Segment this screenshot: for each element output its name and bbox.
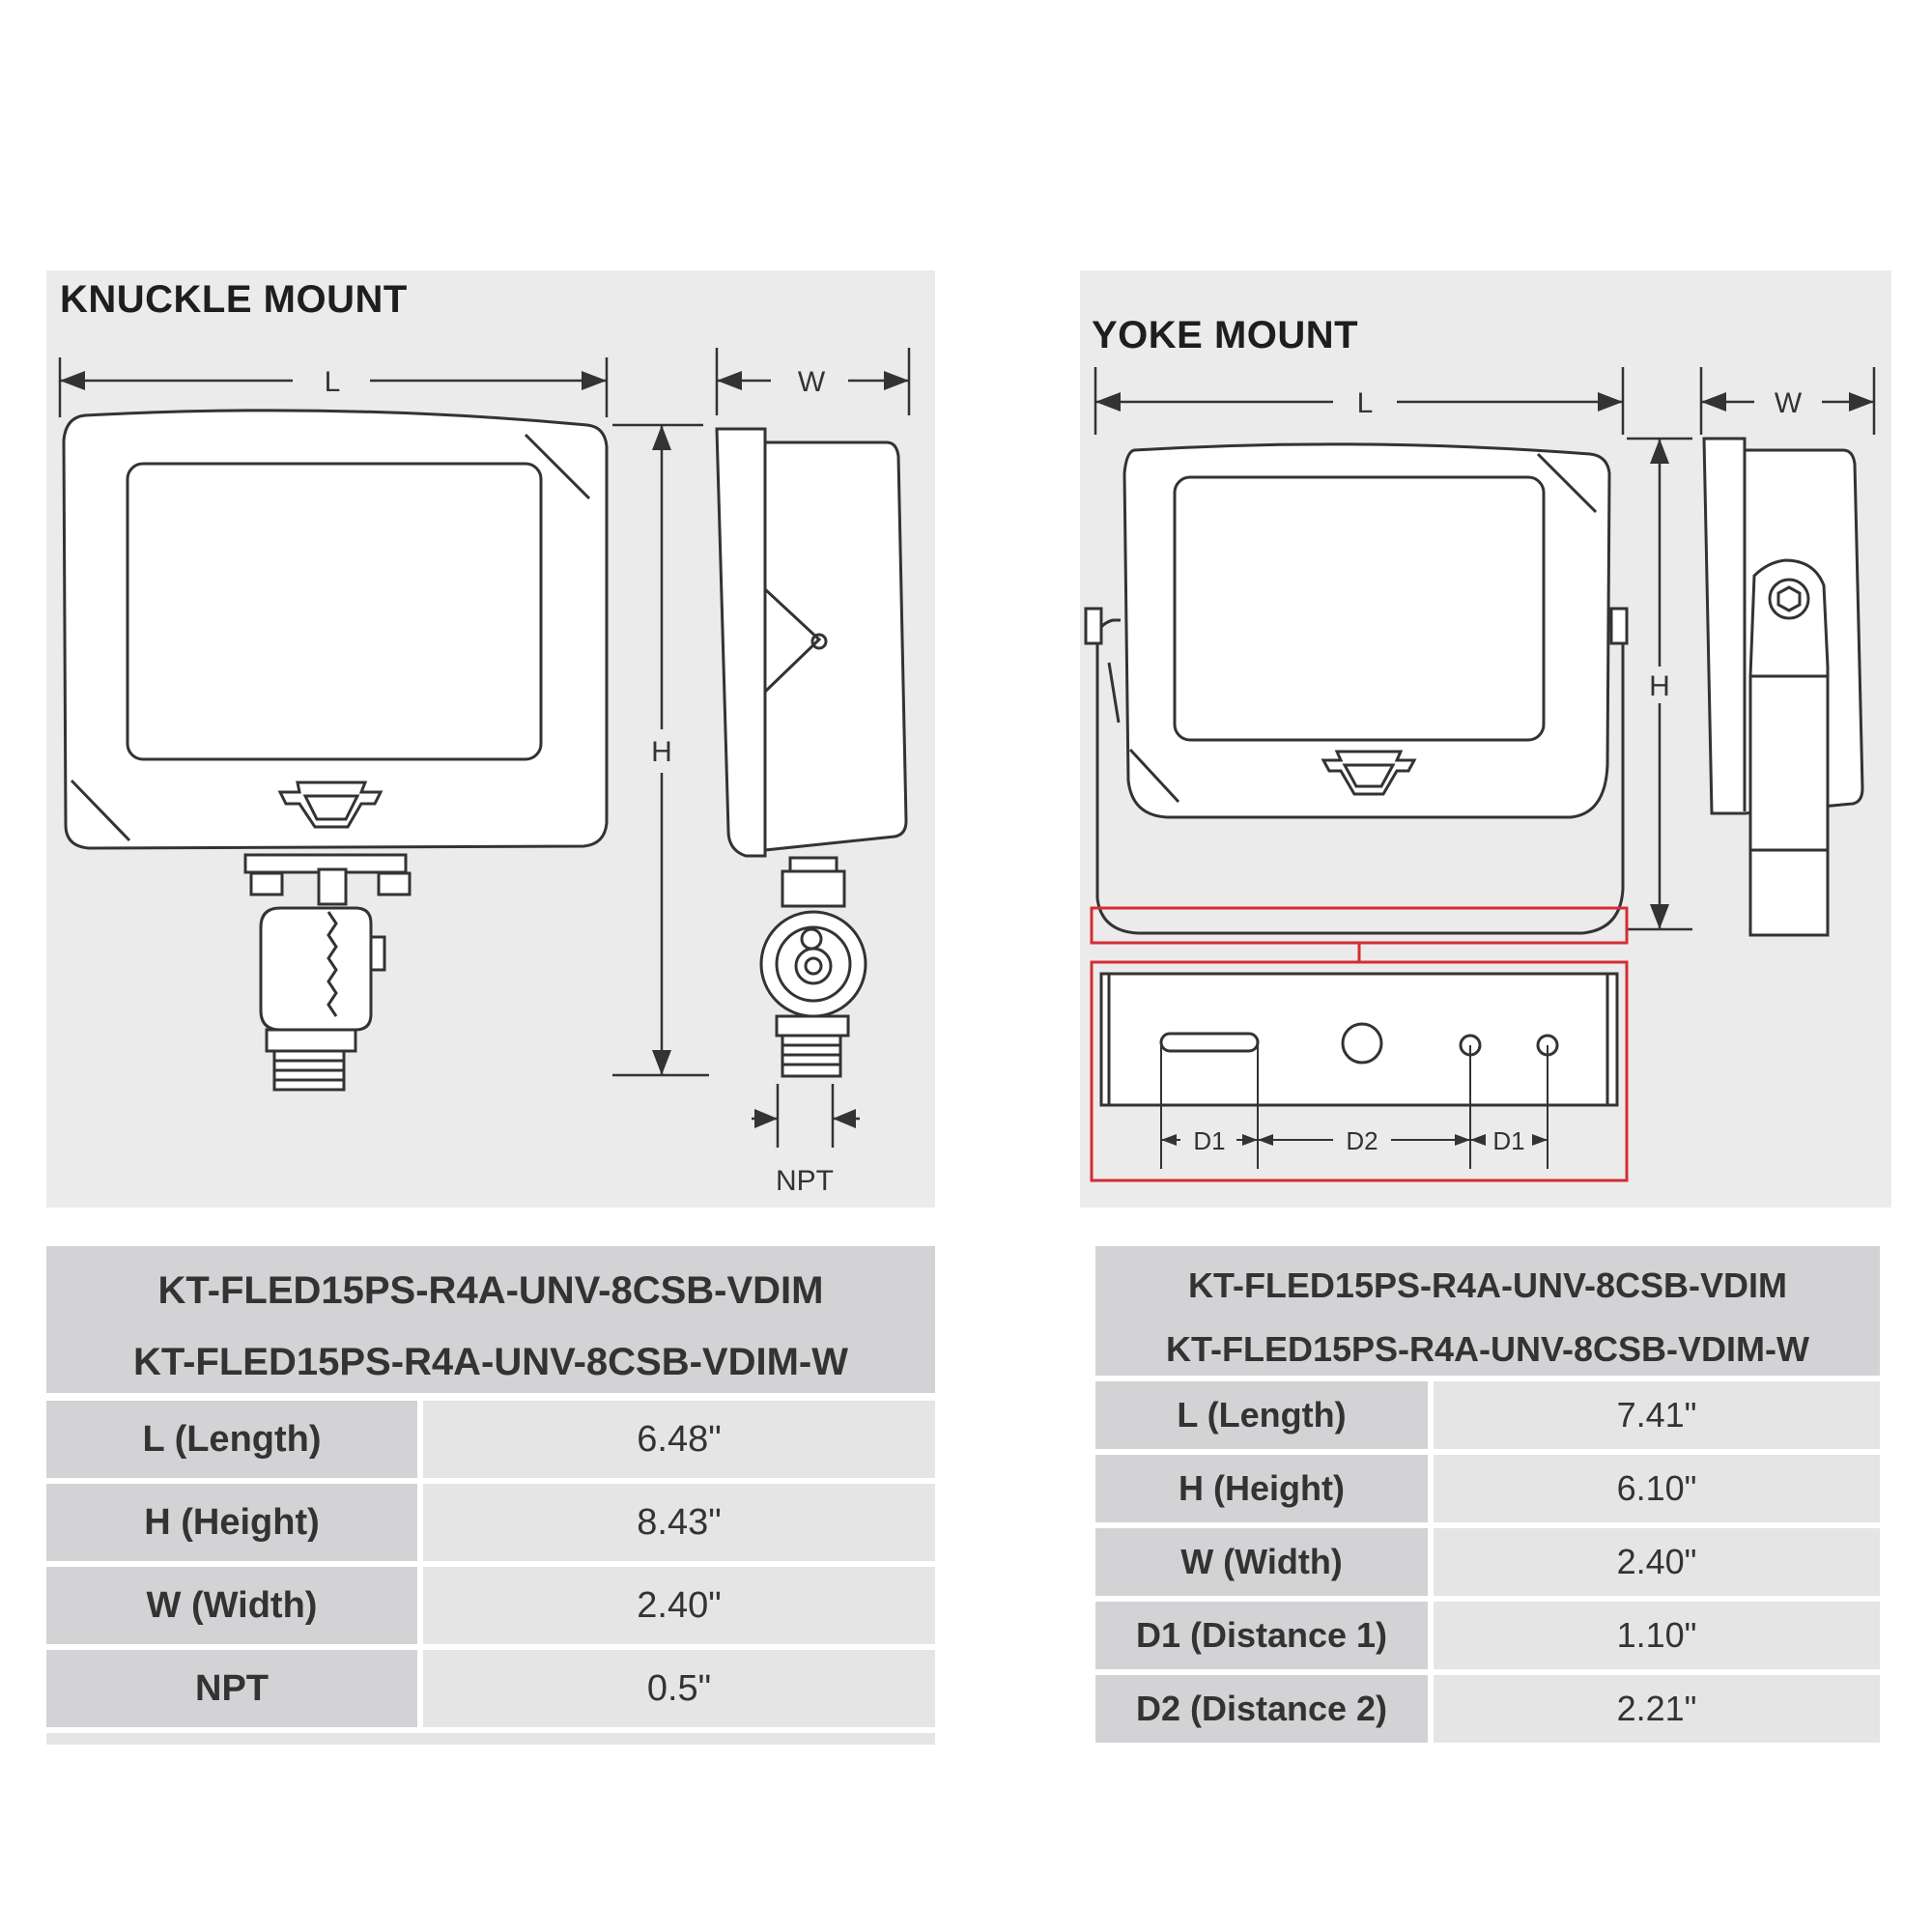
row-value: 6.10" xyxy=(1434,1455,1880,1522)
row-label: L (Length) xyxy=(1095,1381,1428,1449)
knuckle-table-header: KT-FLED15PS-R4A-UNV-8CSB-VDIM KT-FLED15P… xyxy=(46,1246,935,1393)
yoke-dim-label-d1-right: D1 xyxy=(1492,1126,1524,1155)
knuckle-mount-title: KNUCKLE MOUNT xyxy=(60,278,408,321)
yoke-dim-label-w: W xyxy=(1775,387,1803,419)
row-label: D2 (Distance 2) xyxy=(1095,1675,1428,1743)
yoke-dim-label-d2: D2 xyxy=(1346,1126,1378,1155)
row-label: H (Height) xyxy=(1095,1455,1428,1522)
table-row: H (Height) 6.10" xyxy=(1095,1455,1880,1522)
row-label: H (Height) xyxy=(46,1484,417,1561)
yoke-model-2: KT-FLED15PS-R4A-UNV-8CSB-VDIM-W xyxy=(1165,1329,1810,1369)
yoke-model-1: KT-FLED15PS-R4A-UNV-8CSB-VDIM xyxy=(1187,1265,1788,1305)
table-row: D1 (Distance 1) 1.10" xyxy=(1095,1602,1880,1669)
knuckle-mount-drawing: L W H NPT xyxy=(58,348,911,1197)
knuckle-mount-panel: KNUCKLE MOUNT xyxy=(46,270,935,1208)
table-row: W (Width) 2.40" xyxy=(46,1567,935,1644)
yoke-table-header: KT-FLED15PS-R4A-UNV-8CSB-VDIM KT-FLED15P… xyxy=(1095,1246,1880,1376)
dim-label-w: W xyxy=(798,366,826,398)
row-value: 6.48" xyxy=(423,1401,935,1478)
row-label: D1 (Distance 1) xyxy=(1095,1602,1428,1669)
row-value: 8.43" xyxy=(423,1484,935,1561)
dim-label-h: H xyxy=(651,736,672,768)
yoke-mount-title: YOKE MOUNT xyxy=(1092,314,1359,356)
table-row: D2 (Distance 2) 2.21" xyxy=(1095,1675,1880,1743)
yoke-spec-table: KT-FLED15PS-R4A-UNV-8CSB-VDIM KT-FLED15P… xyxy=(1095,1246,1880,1743)
yoke-dim-label-l: L xyxy=(1357,387,1374,419)
row-value: 0.5" xyxy=(423,1650,935,1727)
knuckle-model-1: KT-FLED15PS-R4A-UNV-8CSB-VDIM xyxy=(157,1269,824,1312)
dim-label-npt: NPT xyxy=(776,1165,834,1197)
table-row: L (Length) 6.48" xyxy=(46,1401,935,1478)
row-label: NPT xyxy=(46,1650,417,1727)
knuckle-model-2: KT-FLED15PS-R4A-UNV-8CSB-VDIM-W xyxy=(132,1341,849,1383)
table-row: W (Width) 2.40" xyxy=(1095,1528,1880,1596)
yoke-mount-panel: YOKE MOUNT L W H xyxy=(1080,270,1891,1208)
table-row: L (Length) 7.41" xyxy=(1095,1381,1880,1449)
table-bottom-strip xyxy=(46,1733,935,1745)
knuckle-spec-table: KT-FLED15PS-R4A-UNV-8CSB-VDIM KT-FLED15P… xyxy=(46,1246,935,1748)
row-value: 7.41" xyxy=(1434,1381,1880,1449)
row-value: 1.10" xyxy=(1434,1602,1880,1669)
dim-label-l: L xyxy=(325,366,341,398)
row-value: 2.40" xyxy=(1434,1528,1880,1596)
yoke-dim-label-d1-left: D1 xyxy=(1193,1126,1225,1155)
row-label: W (Width) xyxy=(46,1567,417,1644)
row-label: W (Width) xyxy=(1095,1528,1428,1596)
row-value: 2.40" xyxy=(423,1567,935,1644)
row-value: 2.21" xyxy=(1434,1675,1880,1743)
row-label: L (Length) xyxy=(46,1401,417,1478)
yoke-dim-label-h: H xyxy=(1649,670,1670,702)
yoke-mount-drawing: L W H xyxy=(1084,367,1876,1182)
table-row: NPT 0.5" xyxy=(46,1650,935,1727)
table-row: H (Height) 8.43" xyxy=(46,1484,935,1561)
